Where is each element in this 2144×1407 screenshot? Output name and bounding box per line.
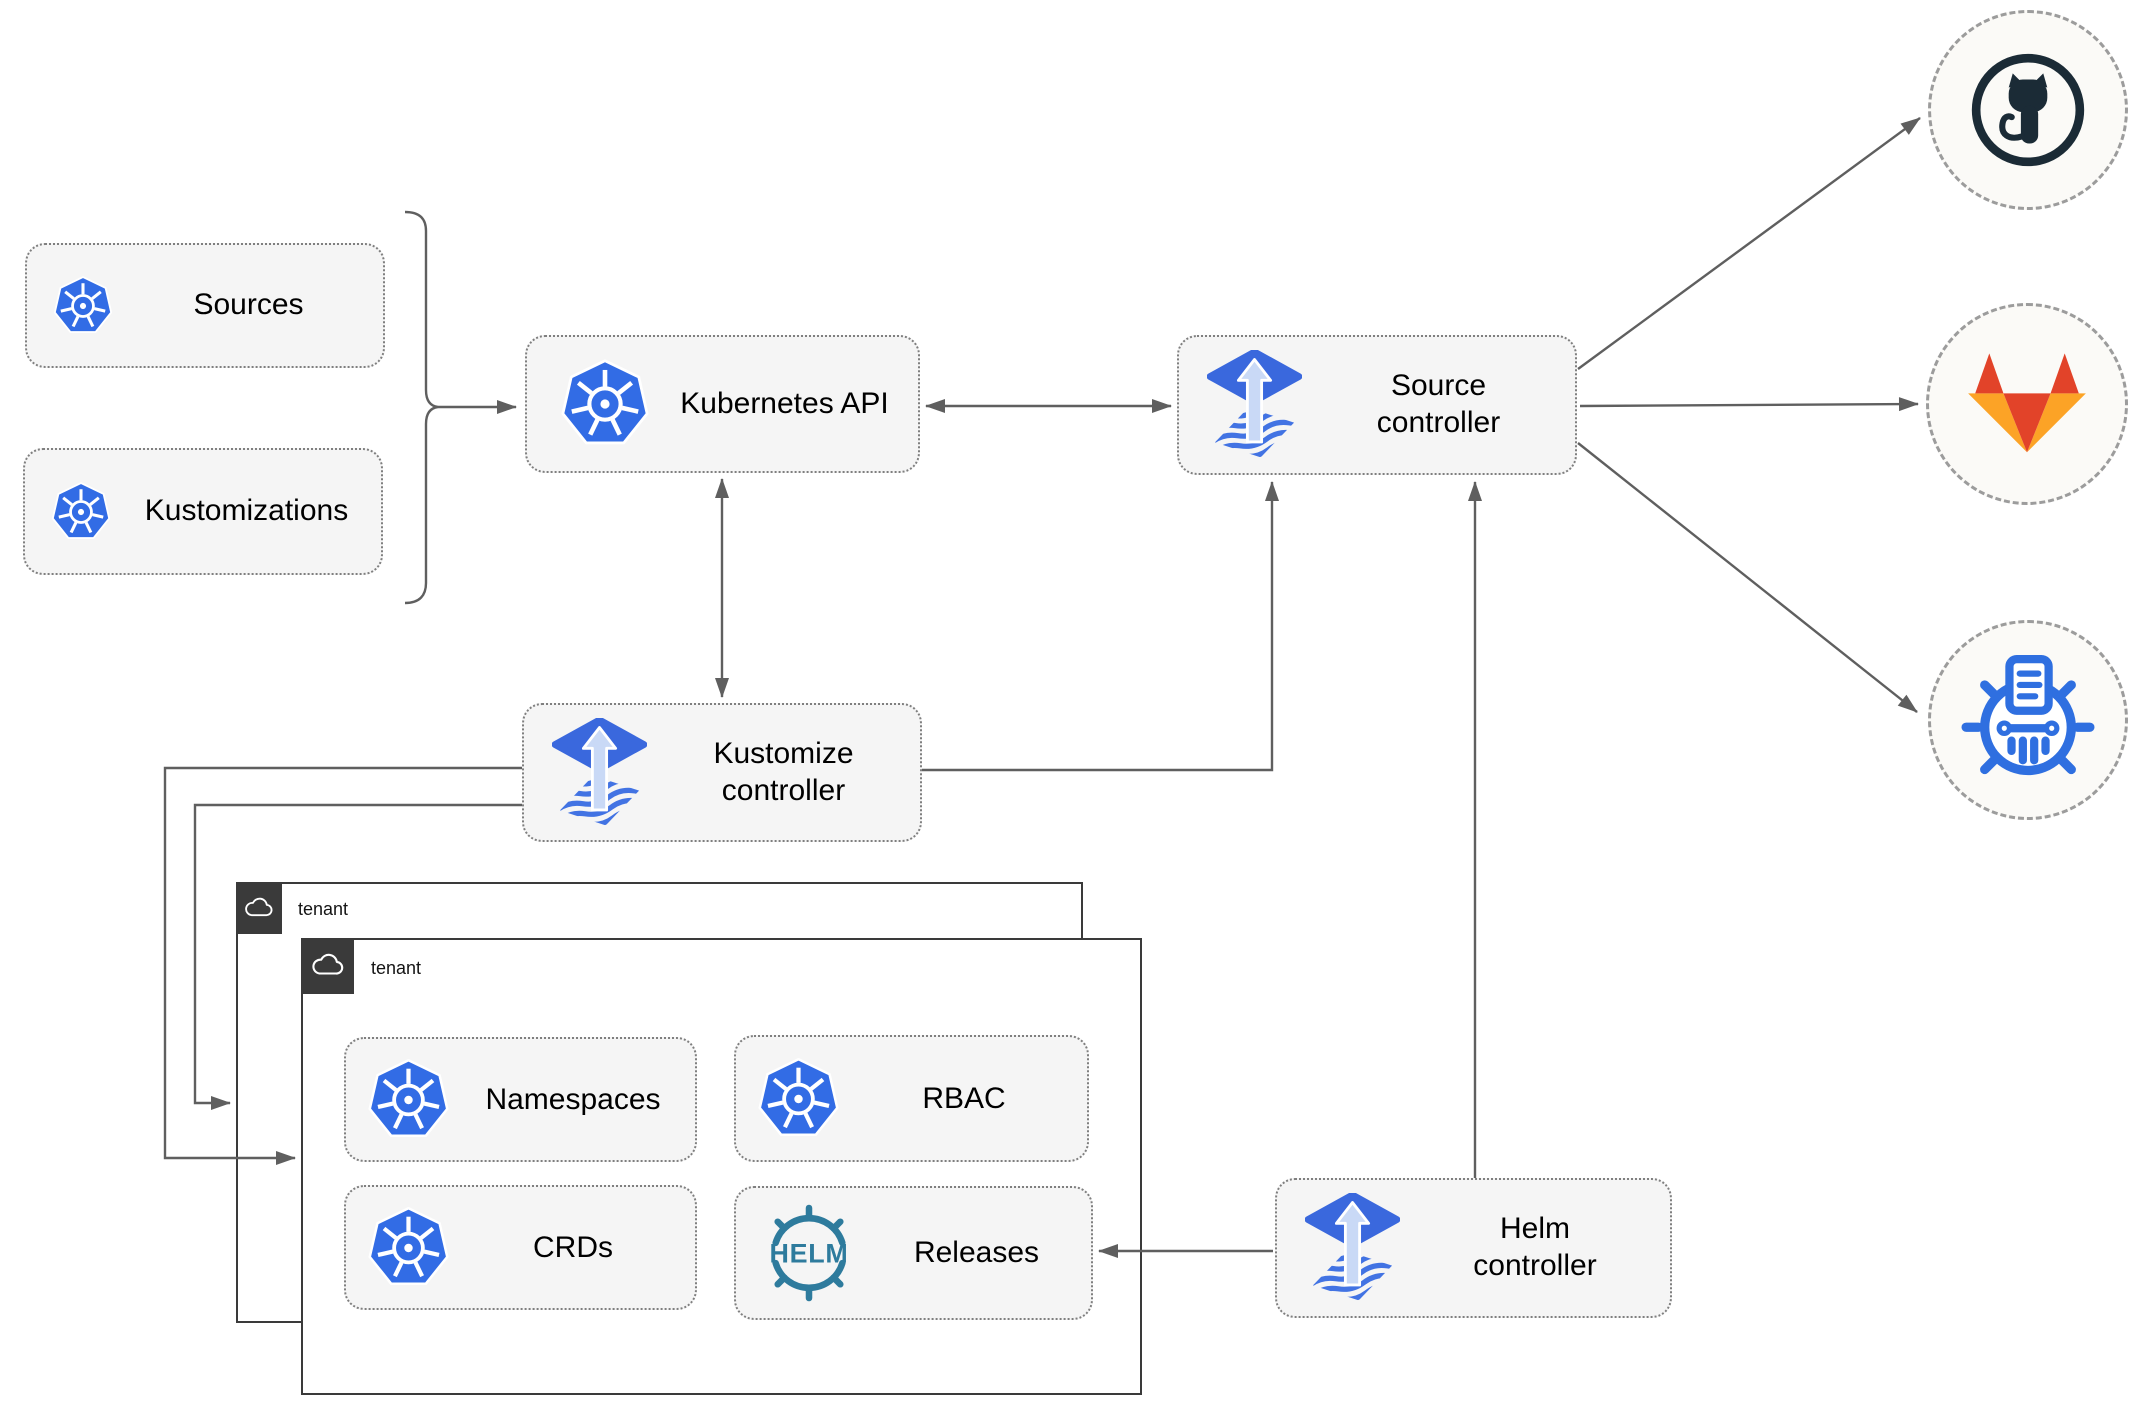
node-label: Kustomizations	[144, 494, 349, 528]
node-rbac: RBAC	[734, 1035, 1089, 1162]
node-label-text: Kustomize controller	[713, 736, 854, 807]
node-label: Namespaces	[485, 1082, 661, 1116]
node-sources: Sources	[25, 243, 385, 368]
node-kustomizations: Kustomizations	[23, 448, 383, 575]
external-github	[1928, 10, 2128, 210]
node-label: Sources	[193, 288, 304, 322]
tenant-tab	[236, 882, 282, 934]
node-releases: Releases	[734, 1186, 1093, 1320]
node-label: CRDs	[533, 1230, 613, 1264]
node-label: Kubernetes API	[680, 386, 889, 420]
flux-icon	[1207, 350, 1302, 460]
flux-icon	[552, 718, 647, 828]
chartmuseum-icon	[1961, 653, 2095, 787]
node-label: Releases	[913, 1236, 1040, 1269]
node-helm-controller: Helm controller	[1275, 1178, 1672, 1318]
node-label: Helm controller	[1400, 1211, 1670, 1284]
brace-sources-kustomizations	[404, 210, 439, 605]
node-source-controller: Source controller	[1177, 335, 1577, 475]
edge-source-controller-to-github	[1577, 117, 1921, 370]
tenant-tab	[301, 938, 354, 994]
edge-source-controller-to-gitlab	[1579, 397, 1919, 412]
node-namespaces: Namespaces	[344, 1037, 697, 1162]
tenant-group-front: tenant Namespaces RBAC CRDs Releases	[301, 938, 1142, 1395]
tenant-label: tenant	[371, 958, 422, 978]
node-label: Kustomize controller	[647, 736, 920, 809]
kubernetes-icon	[366, 1204, 451, 1292]
node-label: Source controller	[1302, 368, 1575, 441]
node-crds: CRDs	[344, 1185, 697, 1310]
edge-kustomize-controller-to-source-controller	[922, 481, 1279, 772]
node-label: RBAC	[922, 1081, 1006, 1115]
kubernetes-icon	[559, 356, 651, 452]
node-label-text: Helm controller	[1473, 1212, 1597, 1282]
tenant-label: tenant	[298, 899, 349, 919]
cloud-icon	[243, 897, 275, 920]
gitlab-icon	[1968, 351, 2086, 457]
node-kustomize-controller: Kustomize controller	[522, 703, 922, 842]
github-icon	[1967, 49, 2089, 171]
edge-source-controller-to-chart-repository	[1577, 442, 1918, 713]
kubernetes-icon	[52, 274, 114, 338]
cloud-icon	[310, 953, 346, 979]
node-kubernetes-api: Kubernetes API	[525, 335, 920, 473]
helm-icon	[756, 1202, 862, 1304]
external-gitlab	[1926, 303, 2128, 505]
node-label-text: Source controller	[1376, 369, 1501, 439]
kubernetes-icon	[366, 1056, 451, 1144]
kubernetes-icon	[50, 480, 112, 544]
kubernetes-icon	[756, 1055, 841, 1143]
flux-icon	[1305, 1193, 1400, 1303]
external-chart-repository	[1928, 620, 2128, 820]
